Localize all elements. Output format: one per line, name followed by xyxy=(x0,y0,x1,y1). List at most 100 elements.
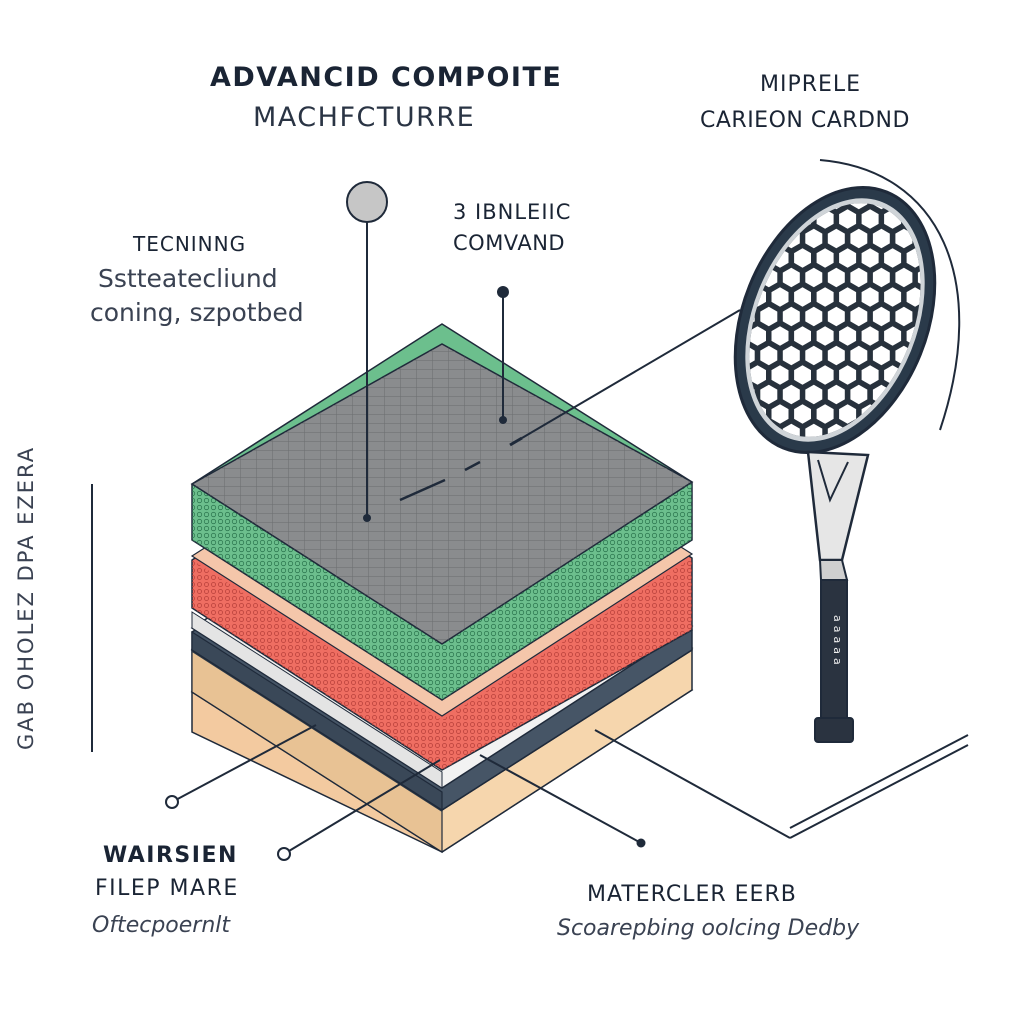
hex-cell xyxy=(895,228,913,249)
hex-cell xyxy=(727,560,744,580)
hex-cell xyxy=(738,463,755,483)
hex-cell xyxy=(816,177,834,190)
callout-bottom-left-1 xyxy=(165,724,317,809)
hex-cell xyxy=(986,307,1003,327)
hex-cell xyxy=(884,560,901,580)
pin-dark xyxy=(497,286,509,424)
hex-cell xyxy=(951,404,954,424)
hex-cell xyxy=(963,463,980,483)
hex-cell xyxy=(872,423,890,444)
hex-cell xyxy=(839,209,857,229)
bottom-left-line-3: Oftecpoernlt xyxy=(92,913,231,938)
hex-cell xyxy=(951,287,954,307)
hex-cell xyxy=(873,502,890,522)
hex-cell xyxy=(794,404,811,424)
hex-cell xyxy=(760,384,778,405)
hex-cell xyxy=(963,307,980,327)
hex-cell xyxy=(986,346,1003,366)
hex-cell xyxy=(861,248,879,268)
top-right-label-2: CARIEON CARDND xyxy=(700,108,910,133)
hex-cell xyxy=(963,385,980,405)
hex-cell xyxy=(974,482,991,502)
center-label-2: COMVAND xyxy=(453,231,566,255)
hex-cell xyxy=(760,345,778,366)
hex-cell xyxy=(794,365,811,385)
hex-cell xyxy=(906,177,924,190)
hex-cell xyxy=(895,306,913,327)
hex-cell xyxy=(861,365,879,385)
callout-bottom-left-2 xyxy=(277,759,441,861)
hex-cell xyxy=(906,443,924,463)
hex-cell xyxy=(749,326,766,346)
hex-cell xyxy=(952,482,969,502)
hex-cell xyxy=(951,443,954,463)
hex-cell xyxy=(783,580,800,600)
hex-cell xyxy=(782,384,800,405)
callout-bottom-right xyxy=(479,754,646,848)
hex-cell xyxy=(850,306,868,327)
hex-cell xyxy=(974,404,991,424)
hex-cell xyxy=(951,248,954,268)
hex-cell xyxy=(850,384,868,405)
hex-cell xyxy=(749,482,766,502)
hex-cell xyxy=(986,229,1003,249)
hex-cell xyxy=(940,306,954,327)
hex-cell xyxy=(917,423,935,444)
hex-cell xyxy=(816,404,834,424)
hex-cell xyxy=(974,248,991,268)
hex-cell xyxy=(895,423,913,444)
hex-cell xyxy=(986,385,1003,405)
hex-cell xyxy=(794,521,811,541)
hex-cell xyxy=(726,443,744,463)
hex-cell xyxy=(749,177,766,190)
hex-cell xyxy=(726,287,744,307)
hex-cell xyxy=(726,177,744,190)
hex-cell xyxy=(940,345,954,366)
hex-cell xyxy=(839,248,857,268)
hex-cell xyxy=(861,287,879,307)
hex-cell xyxy=(794,326,811,346)
side-vertical-label: GAB OHOLEZ DPA EZERA xyxy=(14,445,38,750)
hex-cell xyxy=(805,345,823,366)
hex-cell xyxy=(929,326,947,346)
hex-cell xyxy=(918,463,935,483)
hex-cell xyxy=(952,521,969,541)
center-label-1: 3 IBNLEIIC xyxy=(453,200,572,224)
hex-cell xyxy=(872,267,890,288)
hex-cell xyxy=(907,482,924,502)
hex-cell xyxy=(895,541,912,561)
bottom-left-heading: WAIRSIEN xyxy=(103,843,238,868)
hex-cell xyxy=(760,580,777,600)
hex-cell xyxy=(974,326,991,346)
hex-cell xyxy=(782,267,800,288)
hex-cell xyxy=(861,326,879,346)
hex-cell xyxy=(951,209,954,229)
hex-cell xyxy=(737,423,755,444)
hex-cell xyxy=(760,306,778,327)
hex-cell xyxy=(940,423,954,444)
top-left-line-2: coning, szpotbed xyxy=(90,298,304,327)
hex-cell xyxy=(884,287,902,307)
hex-cell xyxy=(839,287,857,307)
hex-cell xyxy=(794,482,811,502)
hex-cell xyxy=(884,521,901,541)
hex-cell xyxy=(760,502,777,522)
hex-cell xyxy=(726,404,744,424)
hex-cell xyxy=(940,580,957,600)
hex-cell xyxy=(771,404,789,424)
racket xyxy=(726,159,1003,743)
hex-cell xyxy=(895,502,912,522)
hex-cell xyxy=(974,521,991,541)
hex-cell xyxy=(951,326,954,346)
hex-cell xyxy=(986,463,1003,483)
hex-cell xyxy=(805,384,823,405)
hex-cell xyxy=(760,463,777,483)
hex-cell xyxy=(726,248,744,268)
hex-cell xyxy=(827,345,845,366)
pin-gray-ball xyxy=(346,181,388,522)
hex-cell xyxy=(940,502,957,522)
hex-cell xyxy=(963,346,980,366)
hex-cell xyxy=(963,502,980,522)
hex-cell xyxy=(872,306,890,327)
hex-cell xyxy=(782,306,800,327)
